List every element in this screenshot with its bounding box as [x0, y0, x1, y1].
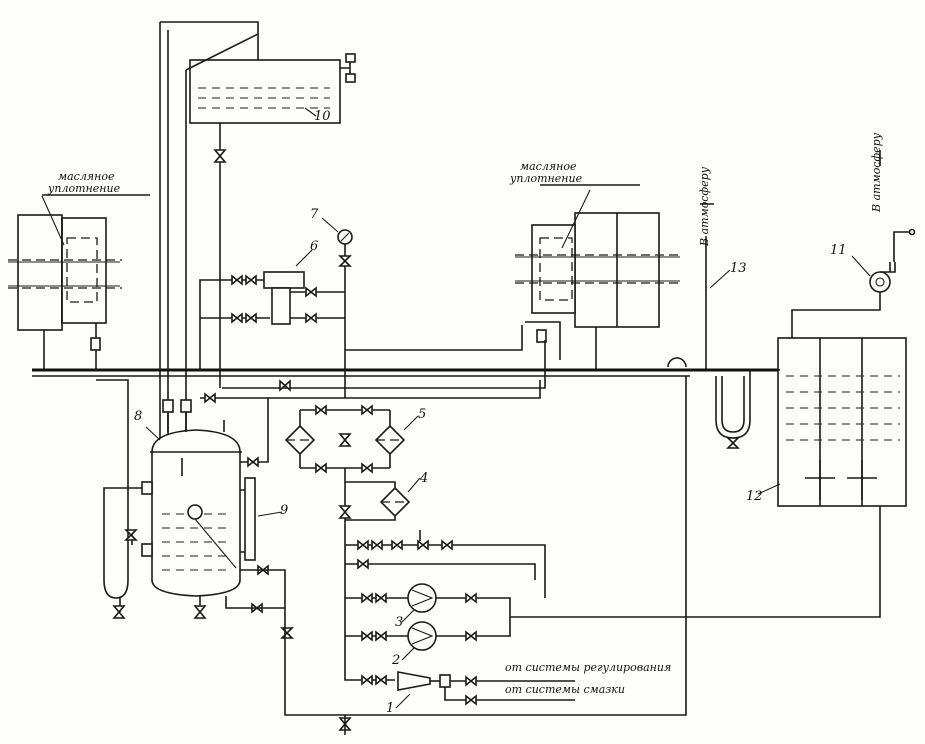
num-13: 13 — [730, 261, 747, 276]
label-oil-seal-left-2: уплотнение — [47, 182, 121, 195]
manometer-7 — [321, 217, 353, 398]
num-6: 6 — [310, 239, 318, 254]
u-seal-inner — [721, 376, 745, 433]
tank-8-sight-a — [162, 399, 174, 413]
left-trap-valve — [112, 605, 126, 619]
atmosphere-dashes — [700, 150, 881, 205]
num-8: 8 — [134, 409, 142, 424]
label-to-atmosphere-11: В атмосферу — [870, 132, 883, 213]
filters-5 — [284, 404, 419, 474]
u-seal-valve — [726, 437, 740, 449]
cooler-6 — [263, 249, 313, 325]
pipe-line-low — [222, 340, 546, 389]
label-underlines — [42, 184, 640, 196]
fan-11 — [851, 228, 916, 293]
num-5: 5 — [418, 407, 426, 422]
num-3: 3 — [395, 615, 403, 630]
label-from-regulation: от системы регулирования — [505, 661, 671, 674]
ejector-1 — [395, 671, 575, 709]
u-seal — [715, 370, 751, 439]
loop-bump — [667, 357, 687, 368]
num-4: 4 — [419, 471, 428, 486]
num-12: 12 — [746, 489, 763, 504]
label-oil-seal-left-1: масляное — [58, 170, 115, 183]
label-from-lubrication: от системы смазки — [505, 683, 625, 696]
tank-8-bottom-pipe — [225, 596, 285, 609]
tank-8 — [141, 426, 283, 619]
pipe-to-right-seal — [345, 325, 523, 351]
num-7: 7 — [310, 207, 319, 222]
pipe-from-6 — [290, 291, 345, 319]
left-u-trap — [96, 379, 142, 599]
num-9: 9 — [280, 503, 288, 518]
num-1: 1 — [386, 701, 394, 716]
tank-8-sight-b — [180, 399, 192, 413]
pipe-to-6 — [199, 279, 270, 370]
label-to-atmosphere-13: В атмосферу — [698, 166, 711, 247]
num-2: 2 — [391, 653, 400, 668]
label-oil-seal-right-2: уплотнение — [509, 172, 583, 185]
bottom-return-line — [240, 376, 687, 716]
num-10: 10 — [314, 109, 331, 124]
label-oil-seal-right-1: масляное — [520, 160, 577, 173]
right-machine — [515, 189, 680, 370]
leader-13 — [709, 269, 731, 289]
upper-tank-10 — [160, 21, 356, 124]
pump-2-arrow — [411, 627, 434, 645]
tank-12 — [757, 292, 907, 507]
pump-3-arrow — [411, 589, 434, 607]
valve-tank-10 — [213, 149, 227, 163]
pump-manifold — [344, 506, 881, 686]
pump-leaders — [401, 609, 415, 661]
left-machine — [8, 195, 122, 370]
num-11: 11 — [830, 243, 847, 258]
filter-4 — [338, 468, 421, 545]
